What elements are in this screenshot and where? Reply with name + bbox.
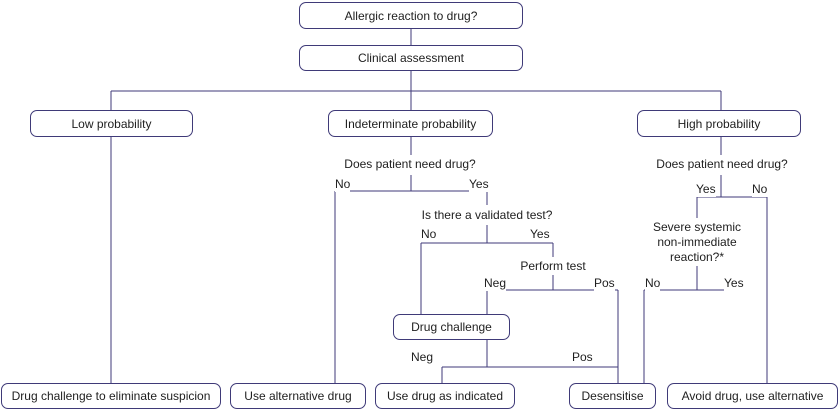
branch-label-test-yes: Yes xyxy=(530,227,550,242)
severe-reaction-line3: reaction?* xyxy=(669,250,725,264)
branch-label-ind-no: No xyxy=(335,177,351,192)
drug-challenge-label: Drug challenge xyxy=(411,320,492,334)
drug-challenge-eliminate-label: Drug challenge to eliminate suspicion xyxy=(11,389,211,403)
branch-label-challenge-pos: Pos xyxy=(572,350,593,365)
avoid-drug-label: Avoid drug, use alternative xyxy=(681,389,824,403)
desensitise-label: Desensitise xyxy=(581,389,644,403)
severe-reaction-line2: non-immediate xyxy=(657,235,737,249)
use-alternative-drug-label: Use alternative drug xyxy=(244,389,352,403)
desensitise-box: Desensitise xyxy=(569,383,656,409)
branch-label-test-no: No xyxy=(421,227,437,242)
high-probability-box: High probability xyxy=(637,110,801,137)
need-drug-question-indeterminate: Does patient need drug? xyxy=(344,157,476,172)
perform-test-step: Perform test xyxy=(520,259,586,274)
severe-reaction-question: Severe systemic non-immediate reaction?* xyxy=(652,220,742,265)
use-drug-as-indicated-box: Use drug as indicated xyxy=(375,383,515,409)
validated-test-question: Is there a validated test? xyxy=(421,208,553,223)
use-alternative-drug-box: Use alternative drug xyxy=(230,383,366,409)
use-drug-as-indicated-label: Use drug as indicated xyxy=(386,389,504,403)
low-probability-box: Low probability xyxy=(30,110,193,137)
branch-label-perform-pos: Pos xyxy=(594,276,615,291)
branch-label-severe-no: No xyxy=(645,276,661,291)
indeterminate-probability-box: Indeterminate probability xyxy=(328,110,493,137)
low-probability-label: Low probability xyxy=(71,116,152,131)
branch-label-high-no: No xyxy=(752,182,768,197)
branch-label-perform-neg: Neg xyxy=(484,276,507,291)
allergic-reaction-label: Allergic reaction to drug? xyxy=(344,8,478,23)
branch-label-severe-yes: Yes xyxy=(724,276,744,291)
branch-label-ind-yes: Yes xyxy=(469,177,489,192)
indeterminate-probability-label: Indeterminate probability xyxy=(344,116,477,131)
severe-reaction-line1: Severe systemic xyxy=(652,220,742,234)
drug-challenge-box: Drug challenge xyxy=(393,314,510,340)
branch-label-challenge-neg: Neg xyxy=(411,350,434,365)
allergic-reaction-box: Allergic reaction to drug? xyxy=(299,2,523,29)
drug-challenge-eliminate-box: Drug challenge to eliminate suspicion xyxy=(1,383,221,409)
clinical-assessment-label: Clinical assessment xyxy=(357,51,465,65)
clinical-assessment-box: Clinical assessment xyxy=(299,45,523,71)
high-probability-label: High probability xyxy=(677,116,761,131)
need-drug-question-high: Does patient need drug? xyxy=(656,157,788,172)
avoid-drug-box: Avoid drug, use alternative xyxy=(667,383,838,409)
branch-label-high-yes: Yes xyxy=(696,182,716,197)
